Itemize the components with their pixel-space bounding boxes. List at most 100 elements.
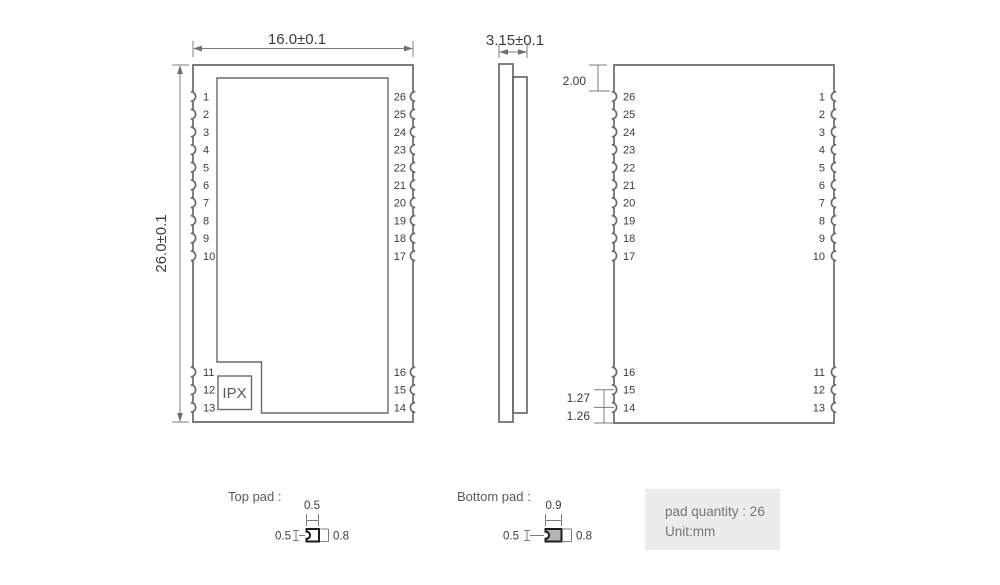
info-box-background [645,489,780,550]
pin-label-1: 1 [203,92,209,104]
pin-label-2: 2 [819,109,825,121]
info-box: pad quantity : 26 Unit:mm [645,489,780,550]
bottom-pad-notch-mark [524,530,544,541]
top-pad-length-mark [320,528,329,542]
pin-label-23: 23 [623,145,635,157]
pin-label-23: 23 [394,145,406,157]
pin-label-7: 7 [203,198,209,210]
top-clearance-text: 2.00 [563,74,587,88]
thickness-arrow-left [499,49,508,55]
pin-label-19: 19 [623,215,635,227]
side-pcb-profile [498,63,514,423]
pin-label-9: 9 [203,233,209,245]
pin-label-12: 12 [203,385,215,397]
pin-label-17: 17 [623,251,635,263]
bottom-dimension-ticks [594,389,614,424]
top-pad-width-text: 0.5 [304,500,320,512]
pin-label-25: 25 [394,109,406,121]
top-pad-width-bracket [306,514,319,526]
side-thickness-dimension: 3.15±0.1 [486,32,544,58]
pin-label-1: 1 [819,92,825,104]
pin-label-14: 14 [623,402,635,414]
pin-label-10: 10 [203,251,215,263]
pin-label-12: 12 [813,385,825,397]
pin-label-5: 5 [819,162,825,174]
bottom-pad-detail: Bottom pad : 0.9 0.5 0.8 [457,489,592,543]
pin-label-11: 11 [814,367,825,379]
pin-label-5: 5 [203,162,209,174]
pin-label-20: 20 [623,198,635,210]
pin-label-22: 22 [623,162,635,174]
height-arrow-top [177,65,183,74]
width-extension-lines [192,41,414,57]
ipx-label: IPX [222,385,246,402]
pin-label-13: 13 [813,402,825,414]
side-shield-profile [512,76,528,414]
pin-label-26: 26 [394,92,406,104]
pin-label-15: 15 [623,385,635,397]
height-arrow-bottom [177,413,183,422]
thickness-dimension-text: 3.15±0.1 [486,32,544,49]
pin-label-26: 26 [623,92,635,104]
front-module-outline [190,64,416,423]
bottom-pad-length-text: 0.8 [576,531,592,543]
bottom-pad-shape [544,528,563,543]
back-top-clearance-dimension: 2.00 [563,64,610,92]
pin-label-24: 24 [623,127,635,139]
pin-label-6: 6 [203,180,209,192]
pin-label-13: 13 [203,402,215,414]
pin-label-6: 6 [819,180,825,192]
pad-quantity-text: pad quantity : 26 [665,504,765,519]
side-view: 3.15±0.1 [486,32,544,423]
front-width-dimension: 16.0±0.1 [192,31,414,57]
pin-label-7: 7 [819,198,825,210]
pin-label-21: 21 [394,180,406,192]
pin-pitch-text: 1.27 [567,391,591,405]
pin-label-3: 3 [203,127,209,139]
pin-label-2: 2 [203,109,209,121]
pin-label-25: 25 [623,109,635,121]
bottom-pad-length-mark [561,528,572,542]
thickness-arrow-right [518,49,527,55]
pin-label-14: 14 [394,402,406,414]
pin-label-4: 4 [819,145,825,157]
height-dimension-text: 26.0±0.1 [153,214,170,272]
top-pad-detail: Top pad : 0.5 0.5 0.8 [228,489,349,543]
unit-text: Unit:mm [665,524,715,539]
top-clearance-ticks [589,64,610,92]
bottom-pad-label: Bottom pad : [457,489,531,504]
pin-label-11: 11 [203,367,214,379]
pad-details: Top pad : 0.5 0.5 0.8 Bottom pad : 0.9 0… [228,489,780,550]
pin-label-18: 18 [394,233,406,245]
pin-label-8: 8 [203,215,209,227]
pin-label-22: 22 [394,162,406,174]
width-arrow-right [404,45,413,52]
width-dimension-text: 16.0±0.1 [268,31,326,48]
pin-label-9: 9 [819,233,825,245]
pin-label-4: 4 [203,145,209,157]
ipx-connector-box [217,375,253,411]
bottom-clearance-text: 1.26 [567,409,591,423]
pin-label-15: 15 [394,385,406,397]
back-bottom-dimensions: 1.27 1.26 [567,389,614,424]
bottom-pad-width-bracket [545,514,562,526]
pin-label-18: 18 [623,233,635,245]
front-height-dimension: 26.0±0.1 [153,64,189,423]
width-arrow-left [193,45,202,52]
pin-label-16: 16 [394,367,406,379]
bottom-pad-notch-text: 0.5 [503,531,519,543]
thickness-extension-lines [498,44,528,58]
pin-label-16: 16 [623,367,635,379]
top-pad-length-text: 0.8 [333,531,349,543]
height-extension-lines [172,64,189,423]
pin-label-17: 17 [394,251,406,263]
top-pad-notch-text: 0.5 [275,531,291,543]
pin-label-10: 10 [813,251,825,263]
top-pad-notch-mark [293,530,305,541]
